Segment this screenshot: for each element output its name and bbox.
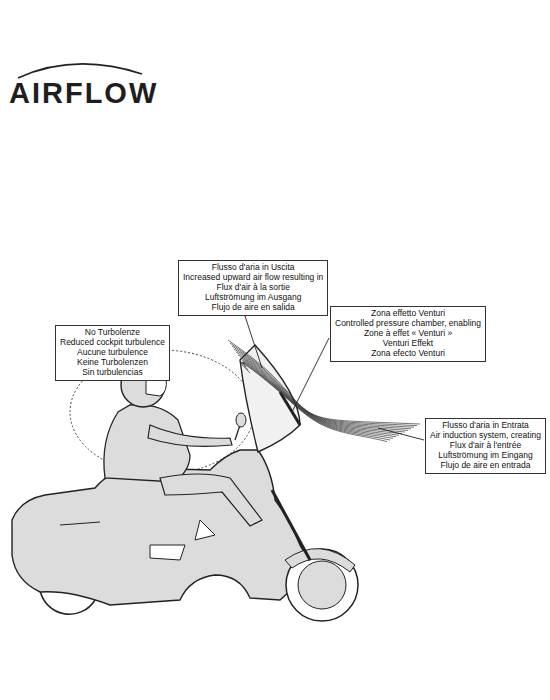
callout-text: Zona efecto Venturi xyxy=(335,349,481,359)
mirror xyxy=(236,413,246,427)
callout-box: Zona effetto VenturiControlled pressure … xyxy=(330,306,486,362)
callout-text: Zona effetto Venturi xyxy=(335,309,481,319)
airflow-stroke xyxy=(238,355,405,432)
callout-text: Luftströmung im Eingang xyxy=(430,451,541,461)
front-rim xyxy=(298,561,346,609)
callout-text: Flujo de aire en salida xyxy=(183,303,323,313)
airflow-stroke xyxy=(243,362,393,438)
front-fender xyxy=(285,549,355,572)
airflow-stroke xyxy=(243,362,396,437)
callout-text: Luftströmung im Ausgang xyxy=(183,293,323,303)
callout-text: Flux d'air à la sortie xyxy=(183,283,323,293)
callout-text: Aucune turbulence xyxy=(60,348,165,358)
callout-text: Reduced cockpit turbulence xyxy=(60,338,165,348)
callout-text: Increased upward air flow resulting in xyxy=(183,273,323,283)
logo-title: AIRFLOW xyxy=(9,77,158,110)
callout-box: Flusso d'aria in EntrataAir induction sy… xyxy=(425,418,546,474)
callout-text: Flux d'air à l'entrée xyxy=(430,441,541,451)
callout-box: No TurbolenzeReduced cockpit turbulenceA… xyxy=(55,325,170,381)
callout-text: Sin turbulencias xyxy=(60,368,165,378)
callout-text: Air induction system, creating xyxy=(430,431,541,441)
airflow-stroke xyxy=(241,362,387,441)
leader-line xyxy=(245,316,262,368)
rider-leg xyxy=(160,474,262,526)
callout-text: Zone à effet « Venturi » xyxy=(335,329,481,339)
airflow-stroke xyxy=(242,362,390,440)
mirror-stem xyxy=(235,425,240,440)
logo-arc xyxy=(18,64,142,78)
callout-text: Flusso d'aria in Uscita xyxy=(183,263,323,273)
front-fork xyxy=(272,490,310,560)
leader-line xyxy=(378,428,424,440)
callout-text: Flujo de aire en entrada xyxy=(430,461,541,471)
callout-box: Flusso d'aria in UscitaIncreased upward … xyxy=(178,260,328,316)
callout-text: Venturi Effekt xyxy=(335,339,481,349)
body-panels xyxy=(60,520,215,560)
callout-text: Flusso d'aria in Entrata xyxy=(430,421,541,431)
airflow-stroke xyxy=(236,352,408,430)
callout-text: No Turbolenze xyxy=(60,328,165,338)
callout-text: Controlled pressure chamber, enabling xyxy=(335,319,481,329)
leader-line xyxy=(292,338,329,412)
callout-text: Keine Turbolenzen xyxy=(60,358,165,368)
rider-arm xyxy=(148,425,232,446)
front-wheel xyxy=(286,549,358,621)
